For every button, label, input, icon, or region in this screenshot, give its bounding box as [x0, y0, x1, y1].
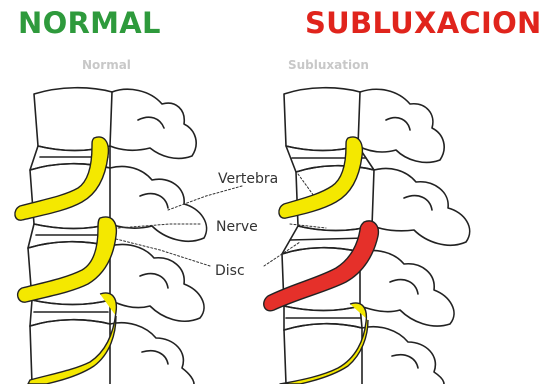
pinched-nerve	[264, 221, 379, 311]
nerve-leader-line	[118, 224, 200, 228]
normal-disc	[30, 300, 110, 326]
subluxated-nerve-upper	[279, 137, 362, 218]
nerve-label: Nerve	[216, 219, 258, 235]
normal-nerve	[28, 293, 116, 384]
vertebra-leader-line	[298, 174, 314, 196]
subluxated-nerve-lower	[280, 303, 368, 384]
disc-label: Disc	[215, 263, 245, 279]
vertebra-label: Vertebra	[218, 171, 278, 187]
disc-leader-line	[112, 238, 210, 266]
normal-spine	[28, 88, 207, 384]
vertebra-leader-line	[168, 186, 242, 210]
